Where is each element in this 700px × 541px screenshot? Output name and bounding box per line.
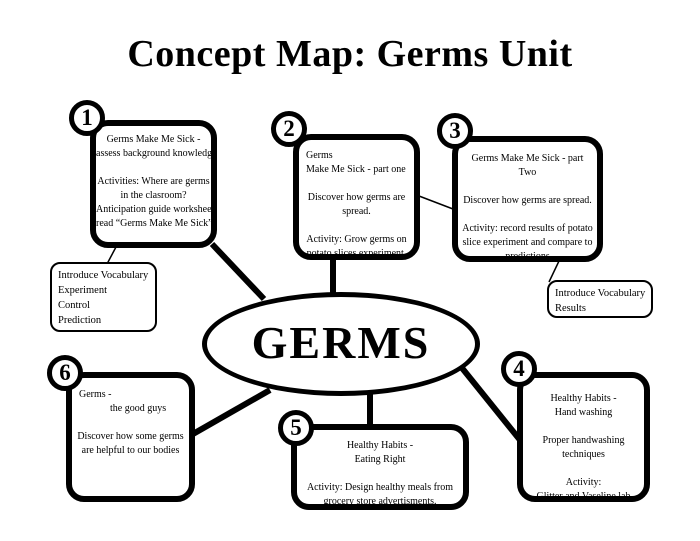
vocab-box-left: Introduce Vocabulary Experiment Control … (50, 262, 157, 332)
node-4-number: 4 (513, 356, 525, 381)
node-4-text: Healthy Habits - Hand washing Proper han… (536, 393, 631, 502)
node-6-number-badge: 6 (47, 355, 83, 391)
node-2-box: Germs Make Me Sick - part one Discover h… (293, 134, 420, 260)
node-5-number: 5 (290, 415, 302, 440)
connector-node1-germs (209, 241, 267, 302)
node-2-intro-text: Germs Make Me Sick - part one (306, 150, 406, 175)
node-6-subtitle-text: the good guys (110, 403, 167, 414)
node-5-text: Healthy Habits - Eating Right Activity: … (306, 440, 454, 507)
page-title: Concept Map: Germs Unit (127, 33, 573, 75)
node-1-number-badge: 1 (69, 100, 105, 136)
connector-node2-node3 (418, 195, 454, 210)
node-5-box: Healthy Habits - Eating Right Activity: … (291, 424, 469, 510)
node-6-number: 6 (59, 360, 71, 385)
node-3-number: 3 (449, 118, 461, 143)
node-4-number-badge: 4 (501, 351, 537, 387)
node-4-box: Healthy Habits - Hand washing Proper han… (517, 372, 650, 502)
node-2-number: 2 (283, 116, 295, 141)
node-3-box: Germs Make Me Sick - part Two Discover h… (452, 136, 603, 262)
node-1-text: Germs Make Me Sick - assess background k… (96, 134, 217, 229)
germs-ellipse: GERMS (202, 292, 480, 396)
connector-node3-vocab-right (548, 260, 560, 283)
connector-germs-node6 (191, 387, 272, 437)
node-2-number-badge: 2 (271, 111, 307, 147)
connector-germs-node4 (459, 366, 523, 442)
connector-node1-vocab-left (106, 246, 117, 265)
node-5-number-badge: 5 (278, 410, 314, 446)
node-1-box: Germs Make Me Sick - assess background k… (90, 120, 217, 248)
node-6-body-text: Discover how some germs are helpful to o… (77, 431, 184, 456)
node-2-body-text: Discover how germs are spread. Activity:… (306, 192, 407, 259)
node-6-intro-text: Germs - (79, 389, 112, 400)
germs-label: GERMS (251, 317, 431, 368)
node-3-number-badge: 3 (437, 113, 473, 149)
node-6-box: Germs - the good guys Discover how some … (66, 372, 195, 502)
vocab-box-right: Introduce Vocabulary Results (547, 280, 653, 318)
node-1-number: 1 (81, 105, 93, 130)
node-3-text: Germs Make Me Sick - part Two Discover h… (462, 153, 593, 262)
